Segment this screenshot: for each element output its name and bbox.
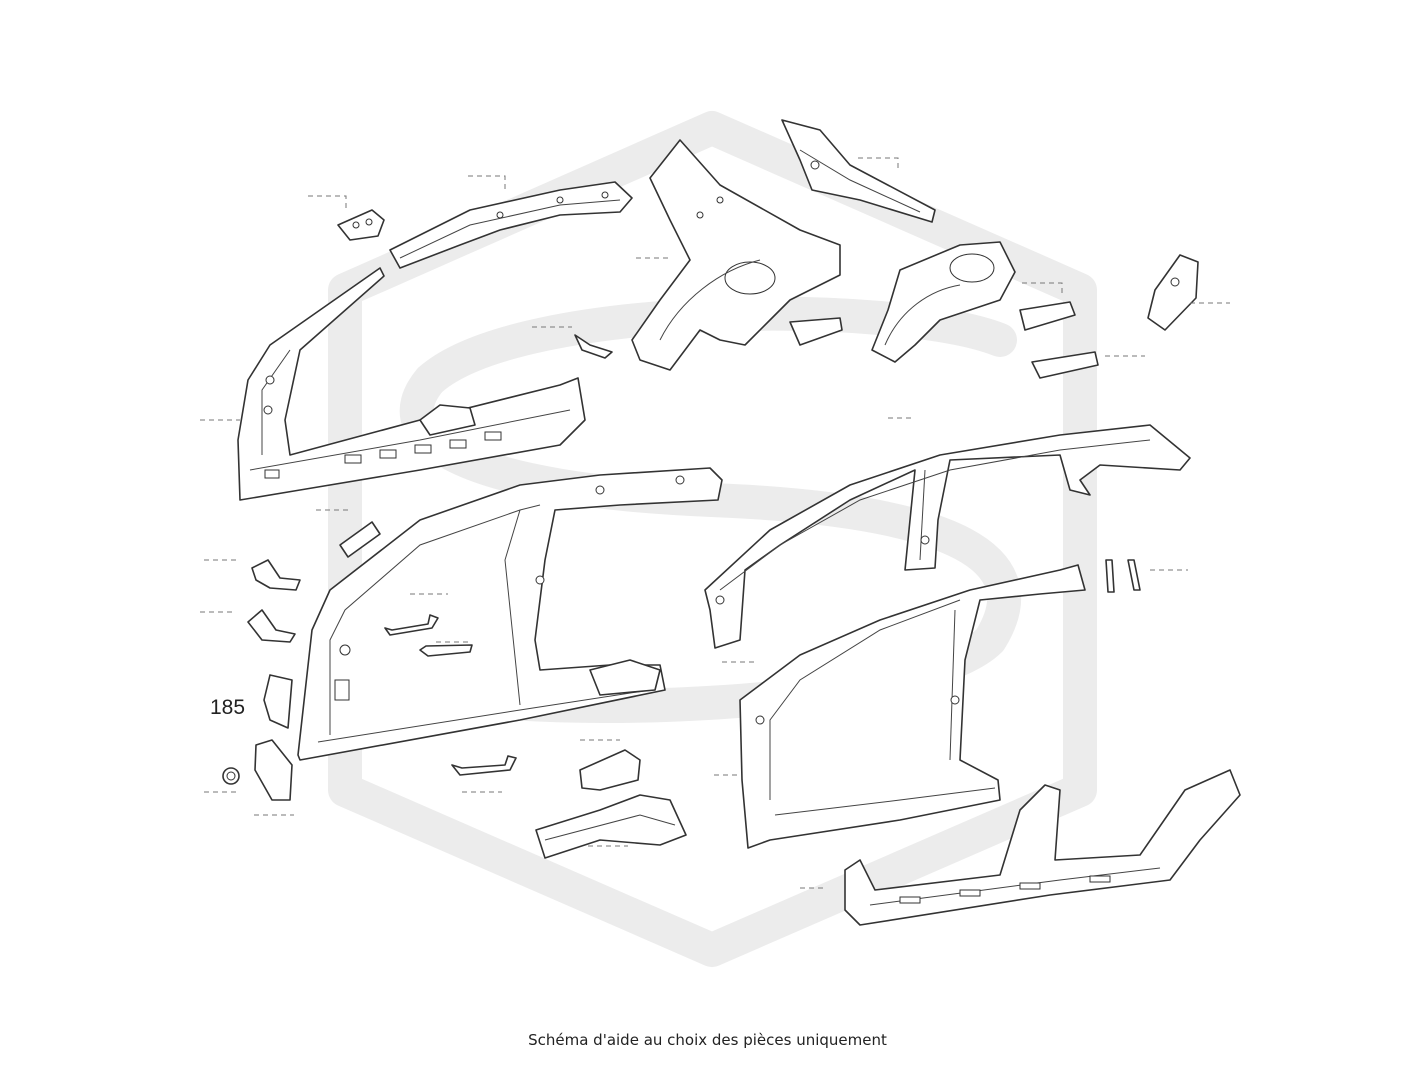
diagram-caption: Schéma d'aide au choix des pièces unique… [528,1031,887,1049]
plate-bottom-left[interactable] [254,739,293,801]
small-bracket-top-left[interactable] [337,209,385,241]
bracket-center-3[interactable] [451,755,517,776]
grommet-part[interactable] [222,767,240,785]
roof-rail-inner-part[interactable] [389,181,633,269]
trim-pieces-right[interactable] [1105,559,1141,593]
sill-outer-part[interactable] [844,769,1241,926]
rear-wheelhouse-inner-part[interactable] [871,241,1076,363]
bracket-left-2[interactable] [247,609,296,643]
reinforcement-bracket-right[interactable] [1031,351,1099,379]
body-side-outer-upper-part[interactable] [704,424,1191,649]
small-clip-center[interactable] [574,334,613,359]
bracket-left-1[interactable] [251,559,301,591]
body-side-outer-lower-part[interactable] [739,564,1086,849]
rear-quarter-upper-part[interactable] [781,119,936,223]
strip-patch[interactable] [339,521,381,558]
bracket-center-2[interactable] [419,644,473,657]
bracket-center-1[interactable] [384,614,439,636]
part-185[interactable]: 185 [210,674,293,729]
a-pillar-sill-inner-part[interactable] [237,267,586,501]
small-bracket-right[interactable] [1147,254,1199,331]
callout-185: 185 [210,696,245,719]
body-side-inner-part[interactable] [297,467,723,761]
reinforcement-lower-1[interactable] [579,749,641,791]
reinforcement-lower-2[interactable] [535,794,687,859]
rear-wheelhouse-outer-part[interactable] [631,139,843,371]
